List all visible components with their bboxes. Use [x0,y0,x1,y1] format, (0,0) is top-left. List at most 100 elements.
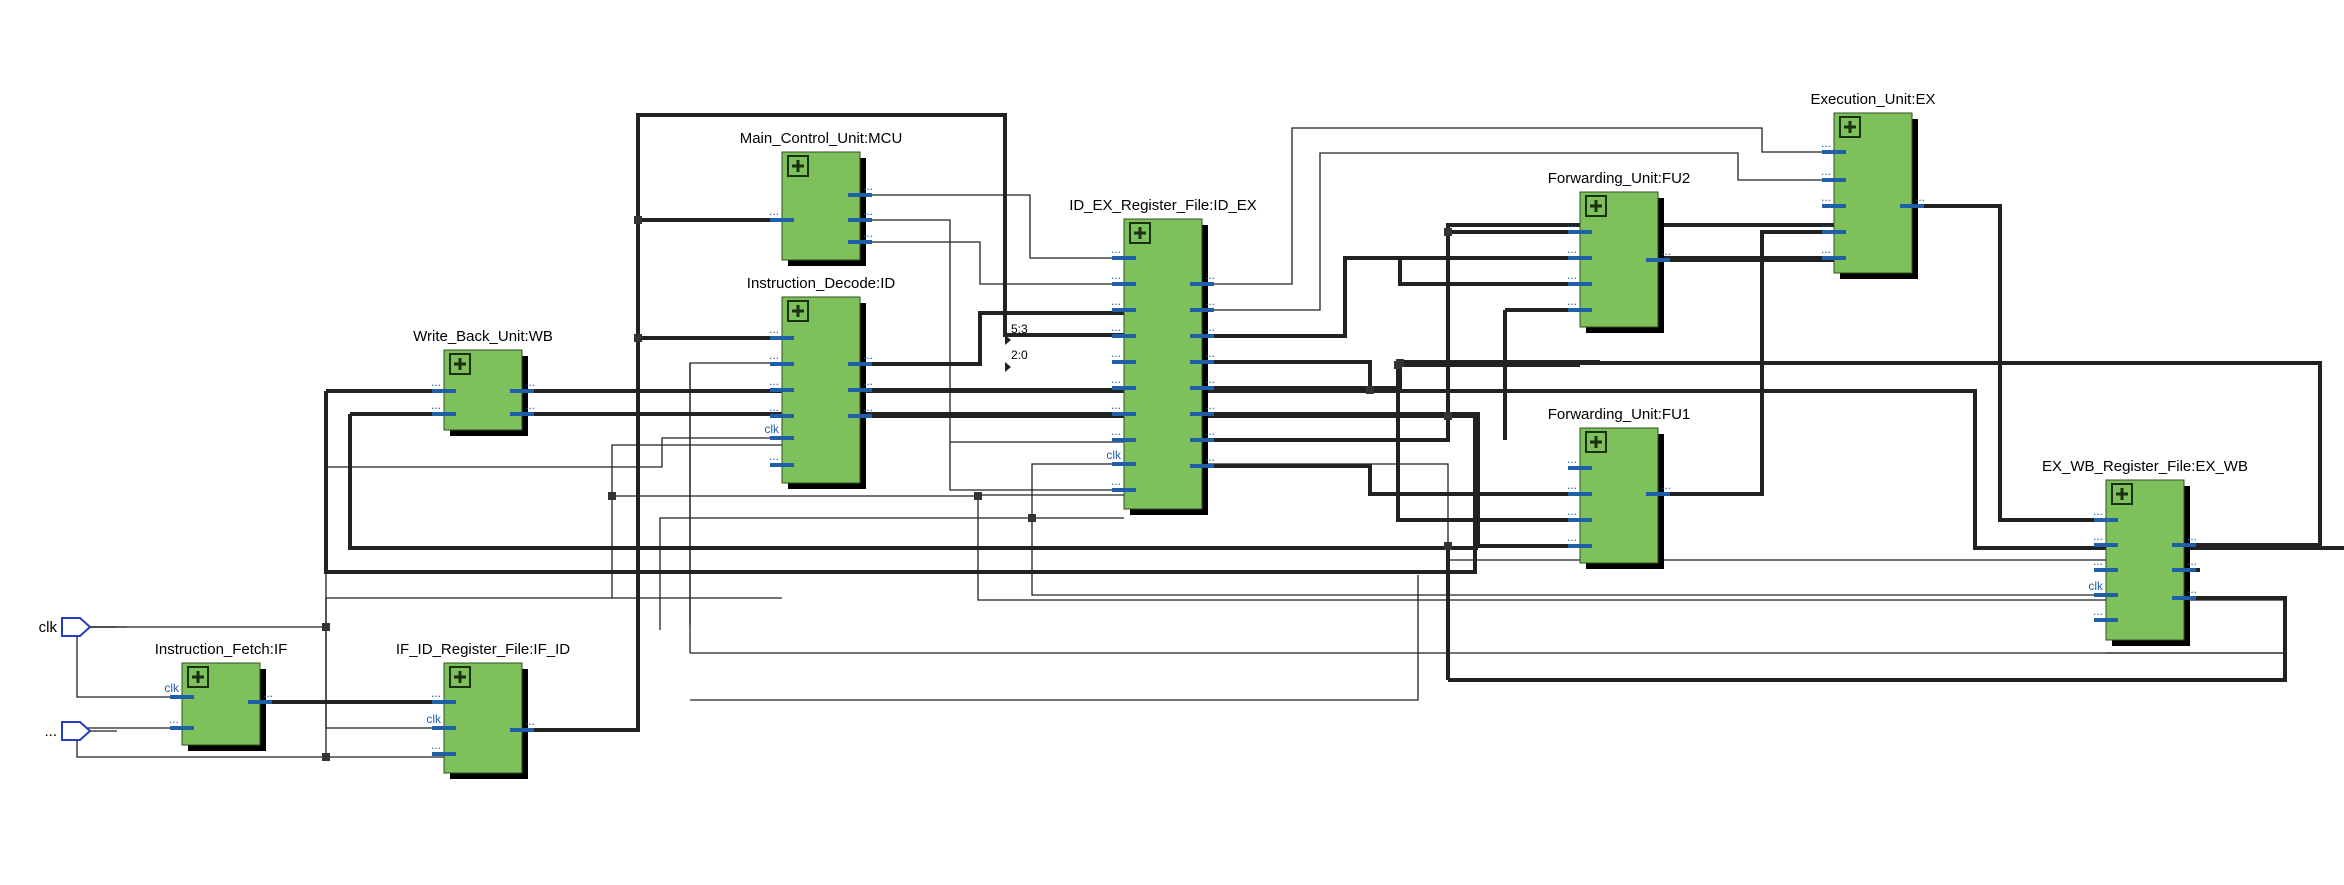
wire-13 [860,194,1124,259]
pin-label: ... [1567,530,1577,544]
pin-label: ... [1205,372,1215,386]
module-mcu[interactable]: Main_Control_Unit:MCU............ [740,130,903,266]
pin-label: ... [2093,504,2103,518]
module-body[interactable] [2105,479,2185,641]
pin-label: ... [525,375,535,389]
pin-label: ... [1205,294,1215,308]
pin-label: ... [1661,244,1671,258]
module-ifid[interactable]: IF_ID_Register_File:IF_ID...clk...... [396,641,570,779]
pin-label: ... [1111,320,1121,334]
pin-label: ... [431,375,441,389]
module-fu2[interactable]: Forwarding_Unit:FU2............... [1548,170,1691,333]
pin-label: ... [1111,424,1121,438]
module-title: Instruction_Fetch:IF [155,641,288,658]
plus-box-icon[interactable] [449,666,471,688]
plus-box-icon[interactable] [1839,116,1861,138]
plus-box-icon[interactable] [1585,195,1607,217]
clk-pin-label: clk [164,681,180,695]
pin-label: ... [1567,452,1577,466]
bus-10 [1202,412,1580,548]
pin-label: ... [1111,242,1121,256]
pin-label: ... [769,204,779,218]
plus-box-icon[interactable] [787,300,809,322]
wire-10 [977,494,1124,496]
pin-label: ... [769,400,779,414]
bit-slice-label: 5:3 [1011,322,1028,336]
bus-13 [1202,464,1580,496]
clk-pin-label: clk [426,712,442,726]
junction-dot [322,623,330,631]
pin-label: ... [1661,478,1671,492]
bus-4 [860,311,1124,366]
input-port-arrow-icon [61,721,92,741]
bus-24 [1400,361,2322,547]
bus-29 [324,391,1477,574]
pin-label: ... [863,204,873,218]
pin-label: ... [1567,268,1577,282]
input-port-clk[interactable]: clk [39,617,117,637]
pin-label: ... [263,686,273,700]
pin-label: ... [863,348,873,362]
module-ex[interactable]: Execution_Unit:EX.................. [1810,91,1936,279]
module-exwb[interactable]: EX_WB_Register_File:EX_WB.........clk...… [2042,458,2248,646]
input-port-layer: clk... [39,617,117,741]
module-title: Forwarding_Unit:FU2 [1548,170,1691,187]
module-body[interactable] [1123,218,1203,510]
plus-box-icon[interactable] [449,353,471,375]
pin-label: ... [769,322,779,336]
module-body[interactable] [781,296,861,484]
pin-label: ... [1111,268,1121,282]
junction-dot [974,492,982,500]
pin-label: ... [1205,424,1215,438]
pin-label: ... [1205,320,1215,334]
pin-label: ... [431,686,441,700]
pin-label: ... [1567,216,1577,230]
bus-11 [1202,230,1580,442]
pin-label: ... [431,398,441,412]
plus-box-icon[interactable] [1585,431,1607,453]
pin-label: ... [1821,136,1831,150]
pin-label: ... [1205,398,1215,412]
pin-label: ... [1567,504,1577,518]
pin-label: ... [2187,554,2197,568]
clk-pin-label: clk [1106,448,1122,462]
module-id[interactable]: Instruction_Decode:ID............clk....… [747,275,896,489]
pin-label: ... [1567,242,1577,256]
pin-label: ... [863,226,873,240]
wire-15 [860,219,1124,443]
junction-dot [1444,412,1452,420]
junction-dot [322,753,330,761]
module-fu1[interactable]: Forwarding_Unit:FU1............... [1548,406,1691,569]
junction-dot [634,216,642,224]
clk-pin-label: clk [764,422,780,436]
input-port-label: clk [39,619,58,636]
module-title: EX_WB_Register_File:EX_WB [2042,458,2248,475]
plus-box-icon[interactable] [2111,483,2133,505]
pin-label: ... [2093,554,2103,568]
plus-box-icon[interactable] [787,155,809,177]
module-wb[interactable]: Write_Back_Unit:WB............ [413,328,553,436]
pin-label: ... [1111,346,1121,360]
wire-14 [860,241,1124,285]
pin-label: ... [769,374,779,388]
module-title: Main_Control_Unit:MCU [740,130,903,147]
plus-box-icon[interactable] [187,666,209,688]
module-if[interactable]: Instruction_Fetch:IFclk...... [155,641,288,751]
bus-ripper-icon [1005,362,1011,372]
pin-label: ... [1567,478,1577,492]
pin-label: ... [1821,190,1831,204]
junction-dot [1028,514,1036,522]
wire-3 [325,444,782,627]
input-port-label: ... [44,723,57,740]
pin-label: ... [863,179,873,193]
module-body[interactable] [1833,112,1913,274]
bus-9 [1202,363,1580,390]
pin-label: ... [1567,294,1577,308]
pin-label: ... [1205,450,1215,464]
module-idex[interactable]: ID_EX_Register_File:ID_EX...............… [1069,197,1257,515]
plus-box-icon[interactable] [1129,222,1151,244]
wire-8 [1031,518,2106,596]
input-port-in2[interactable]: ... [44,721,117,741]
module-layer: Instruction_Fetch:IFclk......IF_ID_Regis… [155,91,2248,779]
